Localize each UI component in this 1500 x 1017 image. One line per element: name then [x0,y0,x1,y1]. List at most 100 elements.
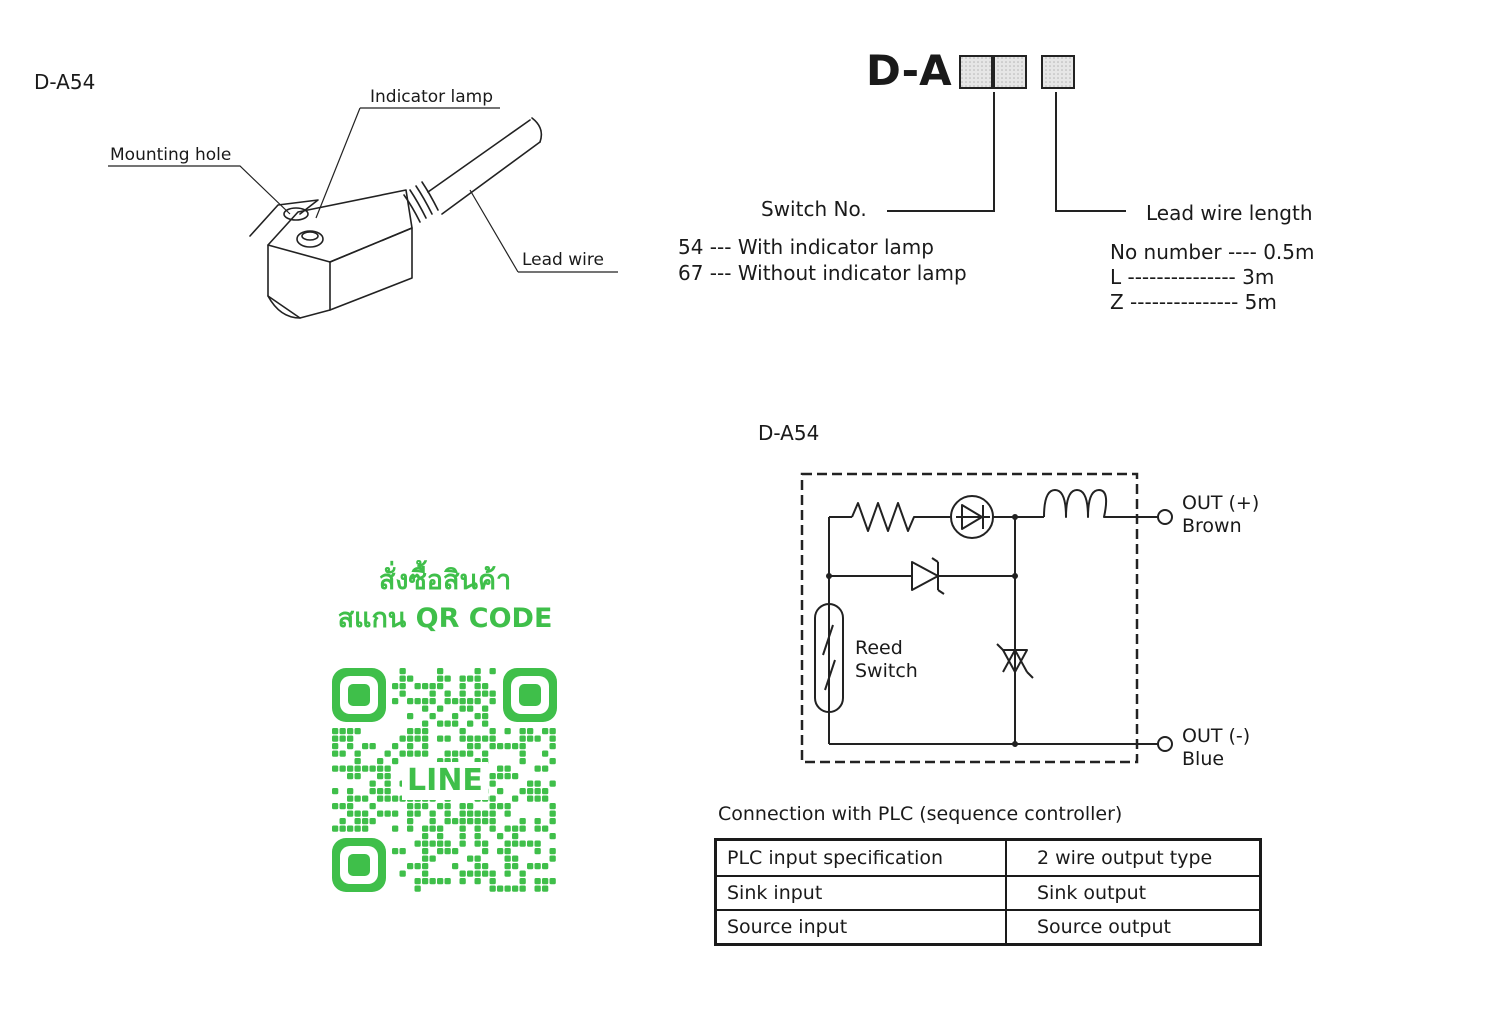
qr-module [549,803,556,810]
qr-module [519,885,526,892]
qr-module [369,743,376,750]
qr-module [332,750,339,757]
circuit-model-label: D-A54 [758,421,820,445]
qr-module [369,788,376,795]
qr-module [347,743,354,750]
qr-module [407,743,414,750]
qr-module [332,803,339,810]
qr-module [422,698,429,705]
qr-module [339,825,346,832]
qr-module [444,803,451,810]
qr-module [332,788,339,795]
qr-module [459,690,466,697]
qr-module [534,825,541,832]
qr-module [422,848,429,855]
qr-module [414,750,421,757]
qr-module [377,810,384,817]
qr-module [489,743,496,750]
qr-module [467,855,474,862]
qr-module [399,675,406,682]
table-header-cell: 2 wire output type [1005,838,1262,877]
qr-module [489,825,496,832]
qr-module [467,735,474,742]
qr-module [429,690,436,697]
qr-module [437,668,444,675]
qr-module [527,728,534,735]
qr-module [422,683,429,690]
qr-module [414,698,421,705]
qr-module [497,765,504,772]
terminal-negative [1157,736,1173,752]
qr-module [459,683,466,690]
qr-module [452,818,459,825]
qr-module [339,818,346,825]
qr-module [504,773,511,780]
qr-module [482,870,489,877]
qr-module [512,833,519,840]
qr-module [422,743,429,750]
qr-module [437,848,444,855]
qr-module [489,698,496,705]
qr-module [534,885,541,892]
qr-module [467,698,474,705]
scan-qr-heading: สแกน QR CODE [337,603,553,634]
qr-module [407,728,414,735]
code-box-2 [993,55,1027,89]
qr-module [437,878,444,885]
qr-module [474,735,481,742]
zener-vertical-symbol [1002,649,1028,673]
qr-module [482,840,489,847]
qr-module [459,698,466,705]
qr-module [482,863,489,870]
qr-module [549,833,556,840]
qr-module [429,878,436,885]
qr-module [512,863,519,870]
qr-module [512,743,519,750]
qr-module [549,848,556,855]
qr-module [407,698,414,705]
qr-module [527,863,534,870]
qr-module [489,870,496,877]
qr-module [354,765,361,772]
qr-module [497,885,504,892]
qr-module [444,675,451,682]
qr-module [489,803,496,810]
qr-module [534,848,541,855]
qr-module [482,705,489,712]
qr-module [519,870,526,877]
qr-module [504,765,511,772]
qr-module [392,743,399,750]
qr-module [459,750,466,757]
circuit-enclosure [800,472,1139,764]
qr-module [429,698,436,705]
qr-module [489,773,496,780]
qr-module [482,713,489,720]
ordering-code-title: D-A [866,46,952,95]
qr-module [527,780,534,787]
qr-module [339,735,346,742]
reed-switch-label: Switch [855,660,918,682]
qr-module [489,795,496,802]
qr-module [444,818,451,825]
qr-module [422,720,429,727]
terminal-positive [1157,509,1173,525]
qr-module [354,795,361,802]
qr-module [392,683,399,690]
qr-module [512,773,519,780]
qr-module [467,705,474,712]
plc-connection-table: PLC input specification 2 wire output ty… [714,838,1262,946]
qr-module [512,855,519,862]
qr-module [527,735,534,742]
qr-module [549,780,556,787]
qr-module [444,735,451,742]
qr-module [542,878,549,885]
qr-module [467,720,474,727]
qr-module [527,840,534,847]
qr-module [459,675,466,682]
qr-module [467,870,474,877]
table-header-row: PLC input specification 2 wire output ty… [714,838,1262,877]
qr-module [497,848,504,855]
lead-wire-length-option: No number ---- 0.5m [1110,240,1315,264]
qr-module [422,855,429,862]
